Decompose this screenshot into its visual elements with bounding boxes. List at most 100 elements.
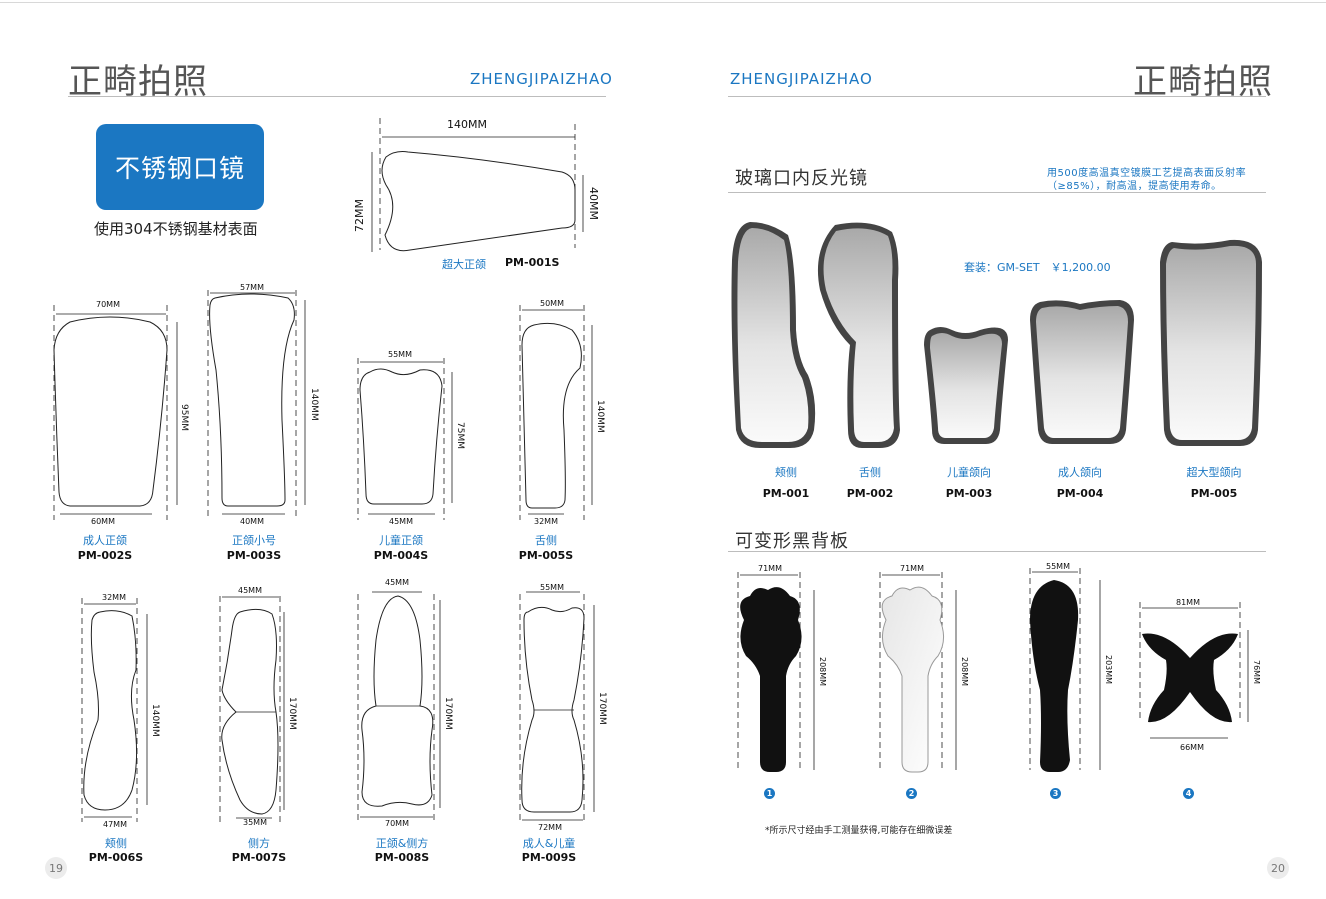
page-number-left: 19 xyxy=(45,857,67,879)
caption-pm-002s-code: PM-002S xyxy=(77,549,133,562)
caption-pm-003-name: 儿童颌向 xyxy=(947,466,991,479)
caption-pm-004-name: 成人颌向 xyxy=(1058,466,1102,479)
right-header-rule xyxy=(728,96,1266,97)
board-number-4: 4 xyxy=(1183,788,1194,799)
dim-board-1-width: 71MM xyxy=(758,564,782,573)
caption-pm-008s-name: 正颌&侧方 xyxy=(375,837,429,850)
caption-pm-004-code: PM-004 xyxy=(1056,487,1104,500)
dim-board-4-height: 76MM xyxy=(1252,660,1261,684)
glass-note-line1: 用500度高温真空镀膜工艺提高表面反射率 xyxy=(1047,168,1247,179)
dim-board-1-height: 208MM xyxy=(818,657,827,686)
mirror-pm-002s: 70MM 95MM 60MM xyxy=(53,300,189,526)
caption-pm-008s-code: PM-008S xyxy=(374,851,430,864)
dim-pm-006s-width: 32MM xyxy=(102,593,126,602)
dim-pm-003s-width: 57MM xyxy=(240,283,264,292)
dim-pm-008s-bottom: 70MM xyxy=(385,819,409,828)
dim-pm-009s-bottom: 72MM xyxy=(538,823,562,832)
caption-pm-006s-code: PM-006S xyxy=(88,851,144,864)
dim-board-4-width: 81MM xyxy=(1176,598,1200,607)
page-number-right: 20 xyxy=(1267,857,1289,879)
board-number-2: 2 xyxy=(906,788,917,799)
board-number-1: 1 xyxy=(764,788,775,799)
caption-pm-001-name: 颊侧 xyxy=(775,466,797,479)
board-section-rule xyxy=(728,551,1266,552)
dim-pm-007s-bottom: 35MM xyxy=(243,818,267,827)
dim-pm-002s-height: 95MM xyxy=(179,404,189,431)
caption-pm-003-code: PM-003 xyxy=(945,487,993,500)
caption-pm-006s-name: 颊侧 xyxy=(105,837,127,850)
dim-pm-003s-bottom: 40MM xyxy=(240,517,264,526)
caption-pm-007s-name: 侧方 xyxy=(248,837,270,850)
dim-pm-004s-width: 55MM xyxy=(388,350,412,359)
stainless-subtitle: 使用304不锈钢基材表面 xyxy=(94,220,258,238)
caption-pm-003s-code: PM-003S xyxy=(226,549,282,562)
caption-pm-004s-name: 儿童正颌 xyxy=(379,534,423,547)
dim-pm-002s-bottom: 60MM xyxy=(91,517,115,526)
mirror-pm-009s: 55MM 170MM 72MM xyxy=(519,583,607,832)
dim-board-2-height: 208MM xyxy=(960,657,969,686)
dim-pm-005s-height: 140MM xyxy=(595,400,605,433)
caption-pm-005s-code: PM-005S xyxy=(518,549,574,562)
glass-mirror-pm-004 xyxy=(1030,300,1134,444)
glass-section-rule xyxy=(728,192,1266,193)
dim-pm-008s-height: 170MM xyxy=(443,697,453,730)
glass-note-line2: （≥85%），耐高温，提高使用寿命。 xyxy=(1047,181,1222,192)
caption-pm-003s-name: 正颌小号 xyxy=(232,534,276,547)
glass-set-price: 套装：GM-SET ￥1,200.00 xyxy=(964,261,1111,274)
dim-pm-002s-width: 70MM xyxy=(96,300,120,309)
caption-pm-002s-name: 成人正颌 xyxy=(83,534,127,547)
dim-pm-006s-bottom: 47MM xyxy=(103,820,127,829)
mirror-pm-007s: 45MM 170MM 35MM xyxy=(219,586,297,827)
dim-pm-001s-length: 140MM xyxy=(447,118,487,131)
black-board-1: 71MM 208MM xyxy=(737,564,827,772)
silver-board-2: 71MM 208MM xyxy=(879,564,969,773)
caption-pm-001s-code: PM-001S xyxy=(505,256,560,269)
right-page-pinyin: ZHENGJIPAIZHAO xyxy=(730,70,873,88)
black-board-4: 81MM 76MM 66MM xyxy=(1139,598,1261,752)
caption-pm-009s-code: PM-009S xyxy=(521,851,577,864)
caption-pm-002-name: 舌侧 xyxy=(859,466,881,479)
glass-mirror-pm-001 xyxy=(731,222,816,448)
glass-mirror-pm-003 xyxy=(924,327,1008,444)
caption-pm-002-code: PM-002 xyxy=(846,487,894,500)
board-section-title: 可变形黑背板 xyxy=(735,531,849,552)
glass-mirror-pm-002 xyxy=(817,222,900,448)
dim-pm-003s-height: 140MM xyxy=(309,388,319,421)
glass-section-title: 玻璃口内反光镜 xyxy=(735,168,868,189)
caption-pm-005s-name: 舌侧 xyxy=(535,534,557,547)
right-page-title: 正畸拍照 xyxy=(1133,62,1273,102)
left-page-pinyin: ZHENGJIPAIZHAO xyxy=(470,70,613,88)
dim-pm-001s-end: 40MM xyxy=(587,187,600,220)
board-number-3: 3 xyxy=(1050,788,1061,799)
caption-pm-005-code: PM-005 xyxy=(1190,487,1238,500)
caption-pm-001-code: PM-001 xyxy=(762,487,810,500)
dim-pm-001s-height: 72MM xyxy=(353,199,366,232)
dim-pm-004s-height: 75MM xyxy=(455,422,465,449)
dim-pm-004s-bottom: 45MM xyxy=(389,517,413,526)
dim-pm-009s-width: 55MM xyxy=(540,583,564,592)
dim-board-4-bottom: 66MM xyxy=(1180,743,1204,752)
left-page-title: 正畸拍照 xyxy=(68,62,208,102)
dim-pm-005s-width: 50MM xyxy=(540,299,564,308)
dim-board-2-width: 71MM xyxy=(900,564,924,573)
caption-pm-009s-name: 成人&儿童 xyxy=(522,837,576,850)
dim-pm-006s-height: 140MM xyxy=(150,704,160,737)
mirror-pm-008s: 45MM 170MM 70MM xyxy=(357,578,453,828)
stainless-badge: 不锈钢口镜 xyxy=(96,124,264,210)
caption-pm-004s-code: PM-004S xyxy=(373,549,429,562)
dim-pm-005s-bottom: 32MM xyxy=(534,517,558,526)
dim-pm-008s-width: 45MM xyxy=(385,578,409,587)
mirror-pm-005s: 50MM 140MM 32MM xyxy=(519,299,605,526)
dim-pm-009s-height: 170MM xyxy=(597,692,607,725)
glass-mirror-pm-005 xyxy=(1160,239,1262,446)
mirror-pm-006s: 32MM 140MM 47MM xyxy=(81,593,160,829)
caption-pm-001s-name: 超大正颌 xyxy=(442,258,486,271)
dim-pm-007s-width: 45MM xyxy=(238,586,262,595)
left-header-rule xyxy=(68,96,606,97)
dim-board-3-width: 55MM xyxy=(1046,562,1070,571)
caption-pm-005-name: 超大型颌向 xyxy=(1186,466,1242,479)
top-border xyxy=(0,2,1326,3)
dim-board-3-height: 203MM xyxy=(1104,655,1113,684)
